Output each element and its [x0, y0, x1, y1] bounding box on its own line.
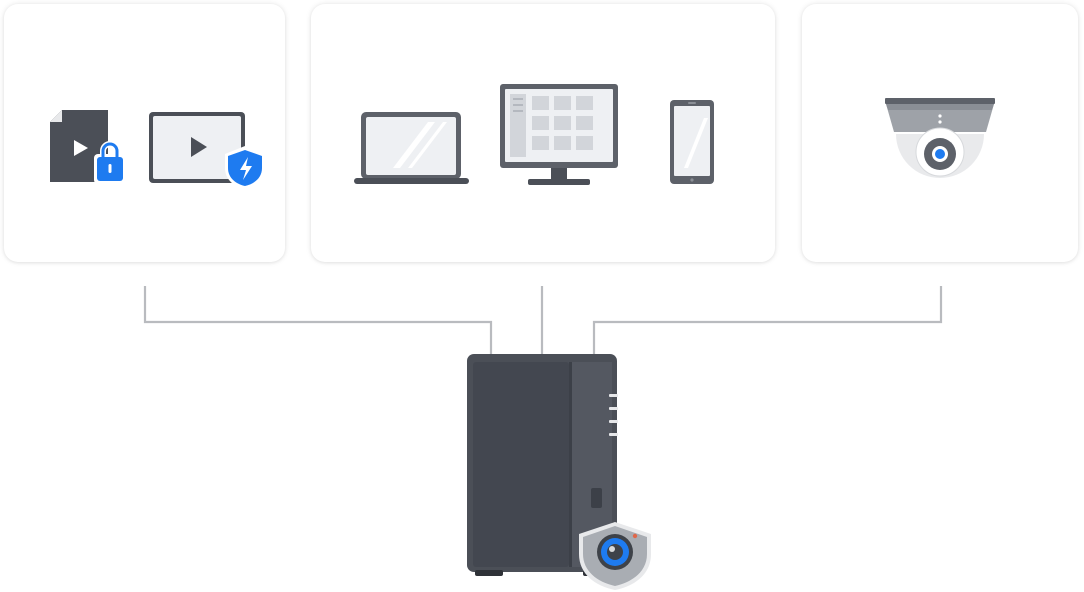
nas-server-icon — [465, 352, 655, 592]
ip-camera-panel — [802, 4, 1078, 262]
dome-camera-icon — [882, 96, 998, 190]
desktop-monitor-icon — [498, 82, 620, 188]
client-devices-panel — [311, 4, 775, 262]
shielded-video-player-icon — [147, 110, 267, 190]
media-protection-panel — [4, 4, 285, 262]
smartphone-icon — [668, 98, 716, 186]
connector-right — [592, 286, 943, 355]
laptop-icon — [353, 108, 473, 188]
connector-left — [143, 286, 493, 355]
locked-video-file-icon — [48, 108, 130, 188]
camera-shield-icon — [579, 522, 651, 590]
